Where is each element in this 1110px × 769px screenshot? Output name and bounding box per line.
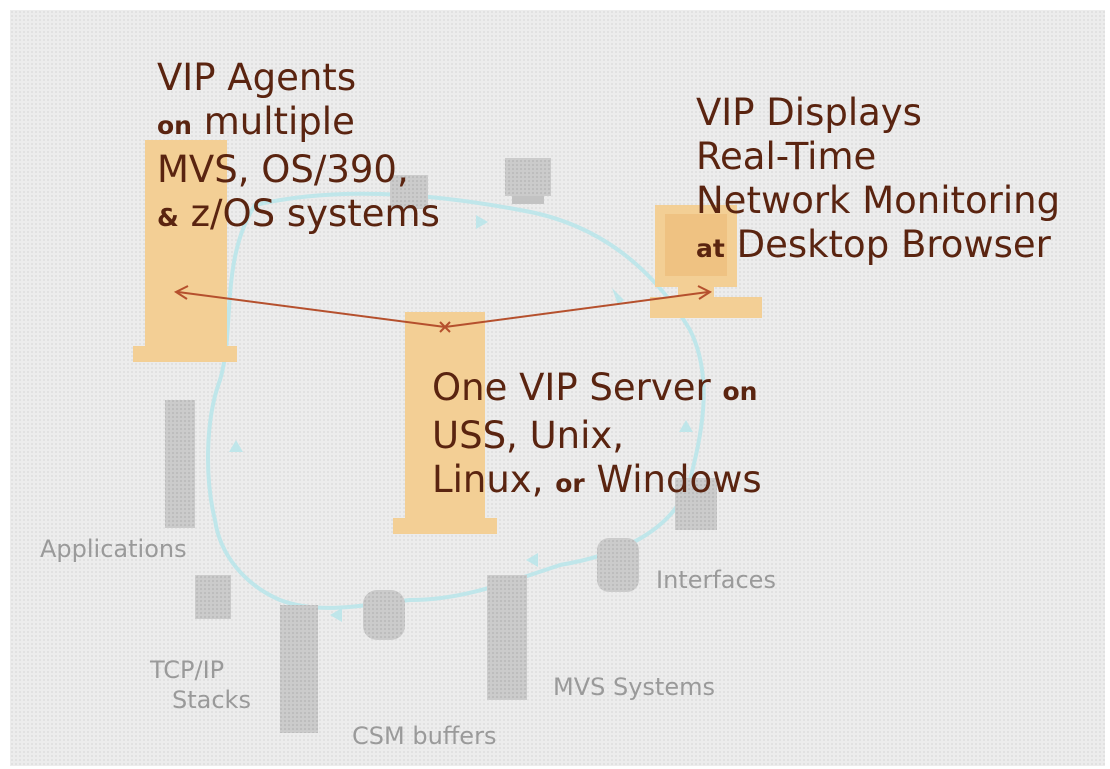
tcpip-line2: Stacks xyxy=(172,686,251,714)
interfaces-label: Interfaces xyxy=(656,566,776,594)
applications-label: Applications xyxy=(40,535,187,563)
vip-agents-line4: & z/OS systems xyxy=(157,192,440,235)
vip-agents-title: VIP Agents xyxy=(157,56,357,99)
ring-arrowheads xyxy=(229,215,693,622)
vip-server-line1: One VIP Server on xyxy=(432,366,758,409)
server-to-agent-arrow xyxy=(177,291,446,328)
applications-tower-icon xyxy=(165,400,195,528)
server-to-display-arrow xyxy=(444,291,709,328)
gray-devices xyxy=(165,158,717,733)
vip-display-monitor-icon xyxy=(650,205,762,318)
agent-arrowhead xyxy=(173,285,189,300)
vip-displays-line2: Real-Time xyxy=(696,135,877,178)
display-arrowhead xyxy=(697,285,713,300)
vip-agent-tower-icon xyxy=(133,140,237,362)
interfaces-device-icon xyxy=(597,538,639,592)
server-hub-mark-2 xyxy=(439,321,451,333)
tcpip-stack-tower-icon xyxy=(280,605,318,733)
vip-displays-line3: Network Monitoring xyxy=(696,179,1061,222)
diagram-background xyxy=(10,10,1105,766)
top-center-monitor-icon xyxy=(390,175,428,209)
vip-displays-title: VIP Displays xyxy=(696,91,922,134)
csm-buffer-icon xyxy=(363,590,405,640)
vip-server-line2: USS, Unix, xyxy=(432,414,625,457)
right-small-tower-icon xyxy=(675,478,717,530)
vip-agents-label: VIP Agents on multiple MVS, OS/390, & z/… xyxy=(157,56,440,240)
vip-server-label: One VIP Server on USS, Unix, Linux, or W… xyxy=(432,366,762,506)
vip-server-tower-icon xyxy=(393,312,497,534)
mvs-systems-tower-icon xyxy=(487,575,527,700)
vip-server-line3: Linux, or Windows xyxy=(432,458,762,501)
communication-arrows xyxy=(173,285,713,333)
tcpip-line1: TCP/IP xyxy=(150,656,225,684)
vip-agents-line2: on multiple xyxy=(157,100,355,143)
vip-displays-label: VIP Displays Real-Time Network Monitorin… xyxy=(696,91,1060,271)
top-right-monitor-base xyxy=(512,196,544,204)
tcpip-stacks-label: TCP/IP Stacks xyxy=(150,655,251,715)
applications-monitor-icon xyxy=(195,575,231,619)
vip-agents-line3: MVS, OS/390, xyxy=(157,148,409,191)
mvs-systems-label: MVS Systems xyxy=(553,673,715,701)
vip-displays-line4: at Desktop Browser xyxy=(696,223,1051,266)
csm-buffers-label: CSM buffers xyxy=(352,722,497,750)
network-ring xyxy=(206,191,706,610)
top-right-monitor-icon xyxy=(505,158,551,196)
